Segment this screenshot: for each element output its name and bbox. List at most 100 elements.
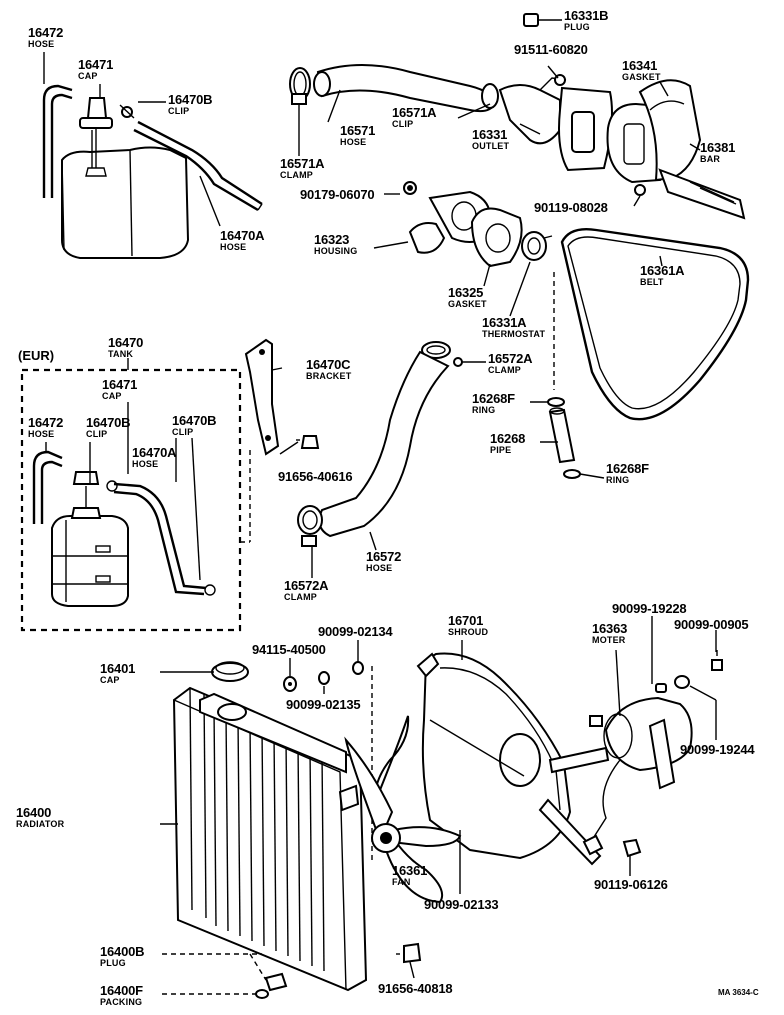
label-90179-06070: 90179-06070 [300, 188, 375, 201]
part-number: 16470A [220, 228, 265, 243]
clip-16571A [481, 83, 499, 109]
part-name: GASKET [448, 299, 487, 309]
part-number: 16470 [108, 335, 144, 350]
part-number: 16471 [102, 377, 138, 392]
part-name: BAR [700, 154, 721, 164]
clip-top [119, 104, 135, 119]
label-90099-19228: 90099-19228 [612, 602, 687, 615]
clamp-16571A [289, 67, 311, 138]
part-number: 16400 [16, 805, 52, 820]
part-name: HOUSING [314, 246, 358, 256]
bracket-16470C [244, 338, 280, 456]
part-name: OUTLET [472, 141, 510, 151]
leader-lines [43, 52, 717, 979]
part-name: PLUG [564, 22, 590, 32]
part-name: MOTER [592, 635, 626, 645]
eur-box [20, 368, 242, 632]
part-number: 16472 [28, 25, 64, 40]
part-number: 16268F [606, 461, 649, 476]
drain-plug-16400B [162, 953, 288, 992]
overflow-hose-top [42, 84, 73, 198]
part-name: CLIP [168, 106, 190, 116]
part-name: PLUG [100, 958, 126, 968]
label-91656-40818: 91656-40818 [378, 982, 453, 995]
part-number: 90099-02134 [318, 624, 393, 639]
part-number: 16470C [306, 357, 351, 372]
part-name: HOSE [340, 137, 367, 147]
bolt-91656-40818 [396, 942, 422, 964]
water-outlet-16331 [498, 74, 613, 172]
label-91511-60820: 91511-60820 [514, 43, 588, 56]
eur-hose-16472 [32, 450, 63, 524]
part-number: 90099-19244 [680, 742, 755, 757]
part-number: 16400F [100, 983, 143, 998]
nut-94115 [283, 676, 297, 692]
part-name: PIPE [490, 445, 512, 455]
part-name: CAP [100, 675, 120, 685]
label-94115-40500: 94115-40500 [252, 643, 326, 656]
part-number: 90099-02133 [424, 897, 499, 912]
bolt-90119-08028 [634, 184, 646, 196]
fan-16361 [344, 715, 462, 904]
part-number: 91656-40616 [278, 469, 353, 484]
hose-16470A-top [133, 120, 263, 212]
label-90119-08028: 90119-08028 [534, 201, 608, 214]
gasket-16325 [470, 207, 523, 268]
drawing-code: MA 3634-C [718, 988, 759, 997]
bolt-90179 [403, 181, 417, 195]
radiator-16400 [172, 686, 368, 992]
bolt-90119-06126 [622, 838, 642, 858]
part-name: HOSE [28, 39, 55, 49]
part-name: CLAMP [280, 170, 313, 180]
part-number: 16401 [100, 661, 136, 676]
part-name: HOSE [220, 242, 247, 252]
label-91656-40616: 91656-40616 [278, 469, 353, 484]
part-number: 91511-60820 [514, 42, 588, 57]
part-name: RING [472, 405, 496, 415]
part-number: 16571A [280, 156, 325, 171]
part-number: 16571A [392, 105, 437, 120]
part-number: 16572 [366, 549, 402, 564]
part-number: 16572A [488, 351, 533, 366]
part-name: RADIATOR [16, 819, 65, 829]
part-number: 16361 [392, 863, 428, 878]
washer-90099-02135 [318, 671, 330, 685]
motor-16363 [548, 696, 693, 856]
part-name: BELT [640, 277, 664, 287]
part-number: 16331 [472, 127, 508, 142]
clamp-16572A-top [421, 341, 463, 367]
packing-16400F [162, 989, 269, 999]
part-name: CLAMP [284, 592, 317, 602]
part-number: 16363 [592, 621, 628, 636]
label-90099-19244: 90099-19244 [680, 742, 755, 757]
shroud-16701 [416, 652, 602, 866]
plug-16331B [523, 13, 562, 27]
label-90099-00905: 90099-00905 [674, 618, 749, 631]
part-number: 16571 [340, 123, 376, 138]
thermostat-16331A [521, 231, 553, 261]
part-number: 16331A [482, 315, 527, 330]
part-name: HOSE [366, 563, 393, 573]
